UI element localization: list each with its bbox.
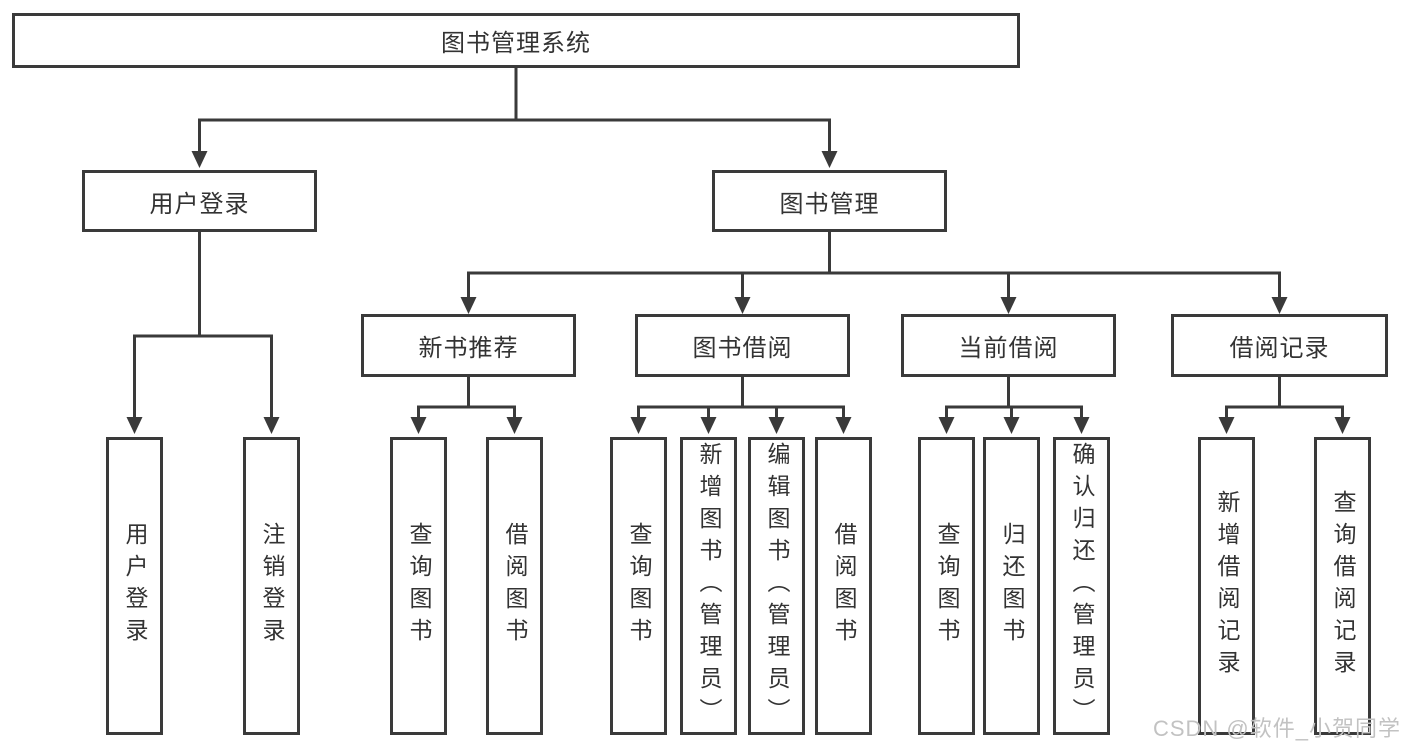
leaf-query-borrow-record-label: 查询借阅记录 bbox=[1330, 490, 1356, 682]
leaf-add-book-admin-label: 新增图书（管理员） bbox=[696, 442, 722, 730]
leaf-query-books-borrow-label: 查询图书 bbox=[626, 522, 652, 650]
node-book-management-label: 图书管理 bbox=[779, 190, 880, 218]
leaf-query-books-current: 查询图书 bbox=[918, 437, 975, 735]
leaf-query-books-borrow: 查询图书 bbox=[610, 437, 667, 735]
node-new-book-recommend: 新书推荐 bbox=[361, 314, 576, 377]
leaf-add-borrow-record: 新增借阅记录 bbox=[1198, 437, 1255, 735]
leaf-query-books-current-label: 查询图书 bbox=[934, 522, 960, 650]
node-book-borrow-label: 图书借阅 bbox=[692, 335, 793, 362]
node-borrow-records: 借阅记录 bbox=[1171, 314, 1388, 377]
leaf-user-login: 用户登录 bbox=[106, 437, 163, 735]
node-current-borrow-label: 当前借阅 bbox=[958, 335, 1059, 362]
leaf-query-borrow-record: 查询借阅记录 bbox=[1314, 437, 1371, 735]
leaf-borrow-books-recommend-label: 借阅图书 bbox=[502, 522, 528, 650]
node-current-borrow: 当前借阅 bbox=[901, 314, 1116, 377]
node-book-borrow: 图书借阅 bbox=[635, 314, 850, 377]
node-book-management: 图书管理 bbox=[712, 170, 947, 232]
leaf-return-book-label: 归还图书 bbox=[999, 522, 1025, 650]
node-root-label: 图书管理系统 bbox=[441, 30, 591, 57]
leaf-logout: 注销登录 bbox=[243, 437, 300, 735]
node-new-book-recommend-label: 新书推荐 bbox=[418, 335, 519, 362]
leaf-edit-book-admin-label: 编辑图书（管理员） bbox=[764, 442, 790, 730]
node-borrow-records-label: 借阅记录 bbox=[1229, 335, 1330, 362]
leaf-query-books-recommend: 查询图书 bbox=[390, 437, 447, 735]
leaf-add-book-admin: 新增图书（管理员） bbox=[680, 437, 737, 735]
leaf-query-books-recommend-label: 查询图书 bbox=[406, 522, 432, 650]
node-root: 图书管理系统 bbox=[12, 13, 1020, 68]
node-user-login-label: 用户登录 bbox=[149, 190, 250, 218]
leaf-user-login-label: 用户登录 bbox=[122, 522, 148, 650]
node-user-login: 用户登录 bbox=[82, 170, 317, 232]
csdn-watermark: CSDN @软件_小贺同学 bbox=[1152, 716, 1401, 741]
leaf-borrow-books-borrow: 借阅图书 bbox=[815, 437, 872, 735]
leaf-logout-label: 注销登录 bbox=[259, 522, 285, 650]
leaf-add-borrow-record-label: 新增借阅记录 bbox=[1214, 490, 1240, 682]
leaf-borrow-books-borrow-label: 借阅图书 bbox=[831, 522, 857, 650]
leaf-edit-book-admin: 编辑图书（管理员） bbox=[748, 437, 805, 735]
leaf-confirm-return-admin: 确认归还（管理员） bbox=[1053, 437, 1110, 735]
leaf-borrow-books-recommend: 借阅图书 bbox=[486, 437, 543, 735]
leaf-return-book: 归还图书 bbox=[983, 437, 1040, 735]
leaf-confirm-return-admin-label: 确认归还（管理员） bbox=[1069, 442, 1095, 730]
